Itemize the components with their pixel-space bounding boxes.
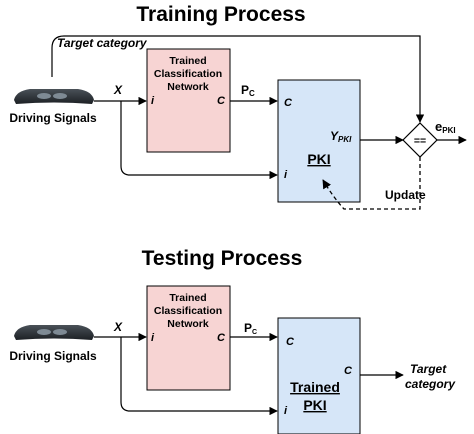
pki-port-i: i <box>284 169 288 181</box>
network-line2-testing: Classification <box>154 305 222 317</box>
network-line3-testing: Network <box>167 318 209 330</box>
comparator-symbol: == <box>414 135 426 147</box>
x-to-pki-arrow-testing <box>120 337 278 416</box>
pki-title: PKI <box>307 151 330 167</box>
pki-box <box>277 79 361 203</box>
trained-pki-box <box>277 317 361 434</box>
network-line1-testing: Trained <box>169 292 206 304</box>
x-label: X <box>113 83 123 97</box>
network-line2: Classification <box>154 68 222 80</box>
pki-port-i-testing: i <box>284 405 288 417</box>
e-pki-label: ePKI <box>435 119 456 135</box>
network-line3: Network <box>167 81 209 93</box>
output-target-line1: Target <box>410 362 447 376</box>
trained-pki-line1: Trained <box>290 379 340 395</box>
x-to-pki-arrow <box>120 101 278 180</box>
target-category-line <box>51 35 425 123</box>
network-port-i-testing: i <box>151 332 155 344</box>
network-port-c-testing: C <box>217 332 226 344</box>
x-label-testing: X <box>113 320 123 334</box>
network-line1: Trained <box>169 55 206 67</box>
dashboard-device-icon-testing <box>14 325 94 340</box>
classification-network-box <box>146 48 231 153</box>
update-feedback-arrow <box>322 157 421 210</box>
pc-label-testing: PC <box>244 321 257 336</box>
trained-pki-line2: PKI <box>303 397 326 413</box>
pki-port-c: C <box>284 97 293 109</box>
y-pki-label: YPKI <box>330 129 352 144</box>
driving-signals-label-testing: Driving Signals <box>9 349 97 363</box>
output-target-line2: category <box>405 377 456 391</box>
update-label: Update <box>385 188 426 202</box>
driving-signals-label: Driving Signals <box>9 111 97 125</box>
testing-title: Testing Process <box>142 247 303 270</box>
target-category-label: Target category <box>57 36 148 50</box>
training-title: Training Process <box>136 3 305 26</box>
pki-port-c1-testing: C <box>286 336 295 348</box>
network-port-c: C <box>217 95 226 107</box>
pc-label: PC <box>241 83 255 98</box>
pki-port-c2-testing: C <box>344 365 353 377</box>
dashboard-device-icon <box>14 89 94 104</box>
network-port-i: i <box>151 95 155 107</box>
classification-network-box-testing <box>146 285 231 391</box>
